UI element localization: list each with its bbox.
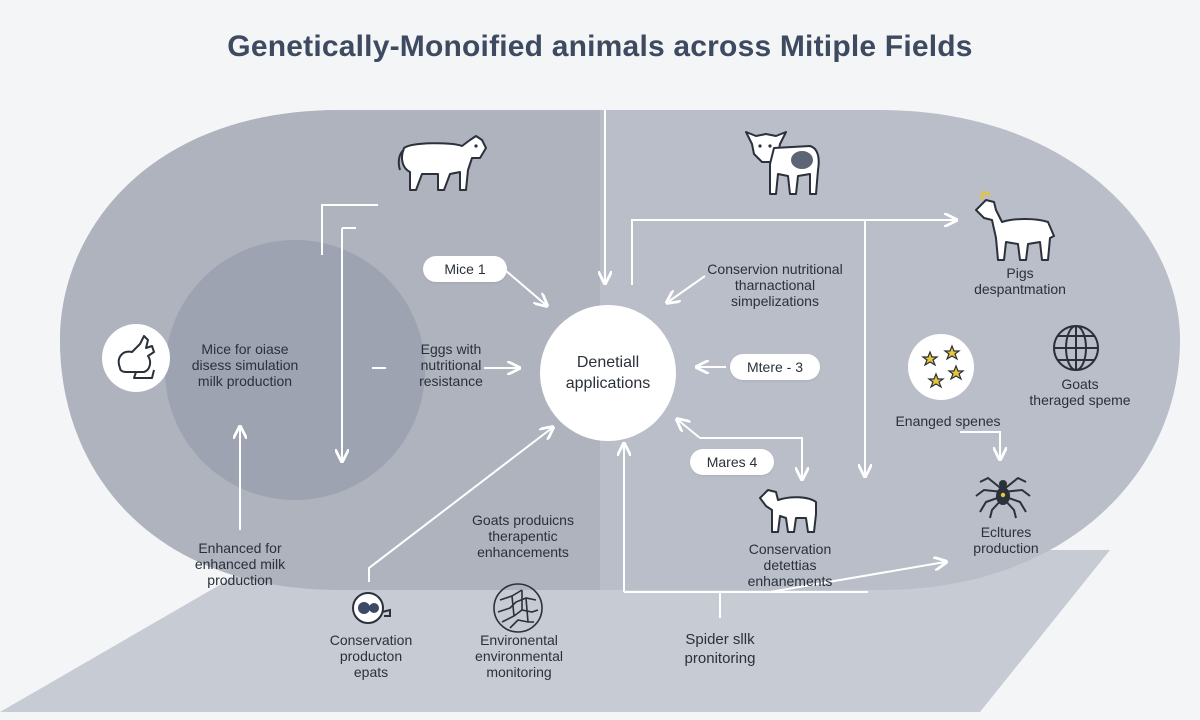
label-environmental: Environental environmental monitoring: [454, 632, 584, 680]
label-line: Ecltures: [980, 524, 1032, 540]
label-line: Conservion nutritional: [707, 261, 843, 277]
hub-line-1: Denetiall: [576, 354, 640, 371]
label-pigs: Pigs despantmation: [960, 265, 1080, 297]
label-line: epats: [353, 664, 389, 680]
label-line: producton: [339, 648, 403, 664]
spider-icon: [975, 476, 1031, 519]
label-line: production: [973, 540, 1039, 556]
label-line: Goats: [1061, 376, 1099, 392]
label-line: Environental: [480, 632, 558, 648]
label-line: environmental: [475, 648, 563, 664]
hub-line-2: applications: [565, 375, 651, 392]
mouse-icon: [352, 592, 391, 624]
label-line: Goats produicns: [472, 512, 574, 528]
stars-icon: [908, 334, 974, 400]
label-line: Enhanced for: [198, 540, 282, 556]
label-conservation-prod: Conservation producton epats: [316, 632, 426, 680]
label-line: monitoring: [486, 664, 552, 680]
label-line: therapentic: [488, 528, 558, 544]
pill-mice-1: Mice 1: [423, 256, 507, 282]
label-line: tharnactional: [734, 277, 816, 293]
label-line: enhanced milk: [194, 556, 286, 572]
page-title: Genetically-Monoified animals across Mit…: [227, 30, 973, 63]
label-line: Eggs with: [420, 341, 482, 357]
pill-mares-4: Mares 4: [690, 449, 774, 475]
label-line: despantmation: [974, 281, 1066, 297]
label-goats-produ: Goats produicns therapentic enhancements: [458, 512, 588, 560]
label-line: nutritional: [420, 357, 482, 373]
label-mice-disease: Mice for oiase disess simulation milk pr…: [180, 341, 310, 389]
label-eggs: Eggs with nutritional resistance: [396, 341, 506, 389]
label-enanged: Enanged spenes: [888, 413, 1008, 429]
label-ecltures: Ecltures production: [956, 524, 1056, 556]
label-line: milk production: [197, 373, 293, 389]
label-line: resistance: [419, 373, 483, 389]
label-conservation-mid: Conservation detettias enhanements: [730, 541, 850, 589]
goat-icon: [975, 191, 1055, 261]
label-line: simpelizations: [731, 293, 819, 309]
label-spider: Spider sllk pronitoring: [660, 630, 780, 668]
label-line: production: [207, 572, 273, 588]
central-hub: Denetiall applications: [540, 305, 676, 441]
globe-icon: [1053, 325, 1099, 371]
label-line: enhancements: [477, 544, 569, 560]
web-icon: [493, 583, 543, 633]
label-conservation-top: Conservion nutritional tharnactional sim…: [700, 261, 850, 309]
cow-icon: [397, 135, 487, 191]
highlight-circle: [165, 240, 425, 500]
label-goats-right: Goats theraged speme: [1016, 376, 1144, 408]
label-enhanced-milk: Enhanced for enhanced milk production: [180, 540, 300, 588]
label-line: Pigs: [1006, 265, 1034, 281]
rabbit-icon: [102, 324, 170, 392]
label-line: Mice for oiase: [201, 341, 289, 357]
floor-panel: [0, 550, 1110, 712]
cow-icon: [745, 131, 820, 195]
label-line: pronitoring: [684, 650, 756, 667]
label-line: enhanements: [747, 573, 833, 589]
label-line: Enanged spenes: [895, 413, 1001, 429]
label-line: Conservation: [329, 632, 413, 648]
label-line: Spider sllk: [685, 631, 755, 648]
lamb-icon: [759, 489, 817, 533]
label-line: Conservation: [748, 541, 832, 557]
label-line: disess simulation: [191, 357, 299, 373]
label-line: theraged speme: [1029, 392, 1131, 408]
label-line: detettias: [763, 557, 817, 573]
pill-mtere-3: Mtere - 3: [730, 354, 820, 380]
